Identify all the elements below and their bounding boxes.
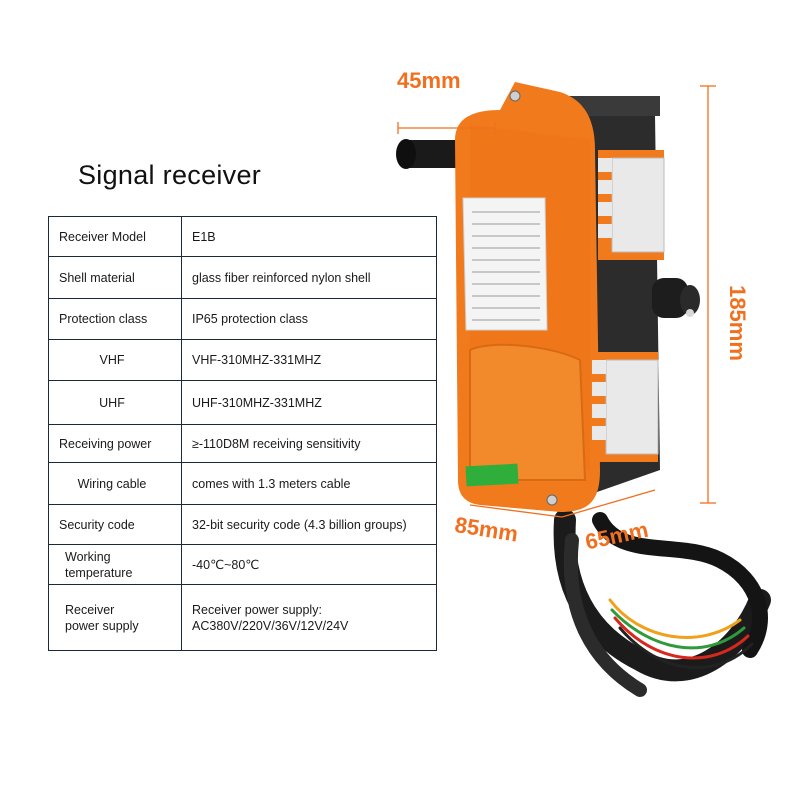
spec-label: Wiring cable	[48, 462, 182, 505]
page-title: Signal receiver	[78, 160, 262, 190]
table-row: Receiving power ≥-110D8M receiving sensi…	[48, 424, 437, 463]
spec-label-plate	[462, 197, 548, 331]
table-row: Security code 32-bit security code (4.3 …	[48, 504, 437, 545]
spec-label: Protection class	[48, 298, 182, 340]
spec-value: Receiver power supply: AC380V/220V/36V/1…	[181, 584, 437, 651]
green-model-label	[465, 463, 519, 487]
screw-icon	[509, 90, 521, 102]
dimension-lines	[397, 85, 716, 518]
cable-bundle	[553, 509, 771, 697]
table-row: VHF VHF-310MHZ-331MHZ	[48, 339, 437, 381]
spec-label: Receiver power supply	[48, 584, 182, 651]
table-row: Working temperature -40℃~80℃	[48, 544, 437, 585]
spec-label: VHF	[48, 339, 182, 381]
spec-value: ≥-110D8M receiving sensitivity	[181, 424, 437, 463]
terminal-block-top	[598, 150, 665, 260]
spec-value: E1B	[181, 216, 437, 257]
table-row: Receiver Model E1B	[48, 216, 437, 257]
table-row: Wiring cable comes with 1.3 meters cable	[48, 462, 437, 505]
spec-label: Working temperature	[48, 544, 182, 585]
spec-value: 32-bit security code (4.3 billion groups…	[181, 504, 437, 545]
table-row: UHF UHF-310MHZ-331MHZ	[48, 380, 437, 425]
lower-cover	[469, 343, 587, 481]
dimension-height-label: 185mm	[725, 285, 750, 361]
spec-value: IP65 protection class	[181, 298, 437, 340]
spec-value: comes with 1.3 meters cable	[181, 462, 437, 505]
spec-table: Receiver Model E1B Shell material glass …	[48, 216, 437, 651]
screw-icon	[546, 494, 558, 506]
terminal-block-bottom	[592, 352, 659, 462]
spec-label: Shell material	[48, 256, 182, 299]
table-row: Protection class IP65 protection class	[48, 298, 437, 340]
spec-label: Receiving power	[48, 424, 182, 463]
table-row: Receiver power supply Receiver power sup…	[48, 584, 437, 651]
dimension-top-label: 45mm	[397, 68, 461, 93]
side-cable-gland	[652, 278, 700, 318]
spec-label: Receiver Model	[48, 216, 182, 257]
spec-value: UHF-310MHZ-331MHZ	[181, 380, 437, 425]
spec-label: UHF	[48, 380, 182, 425]
spec-value: -40℃~80℃	[181, 544, 437, 585]
